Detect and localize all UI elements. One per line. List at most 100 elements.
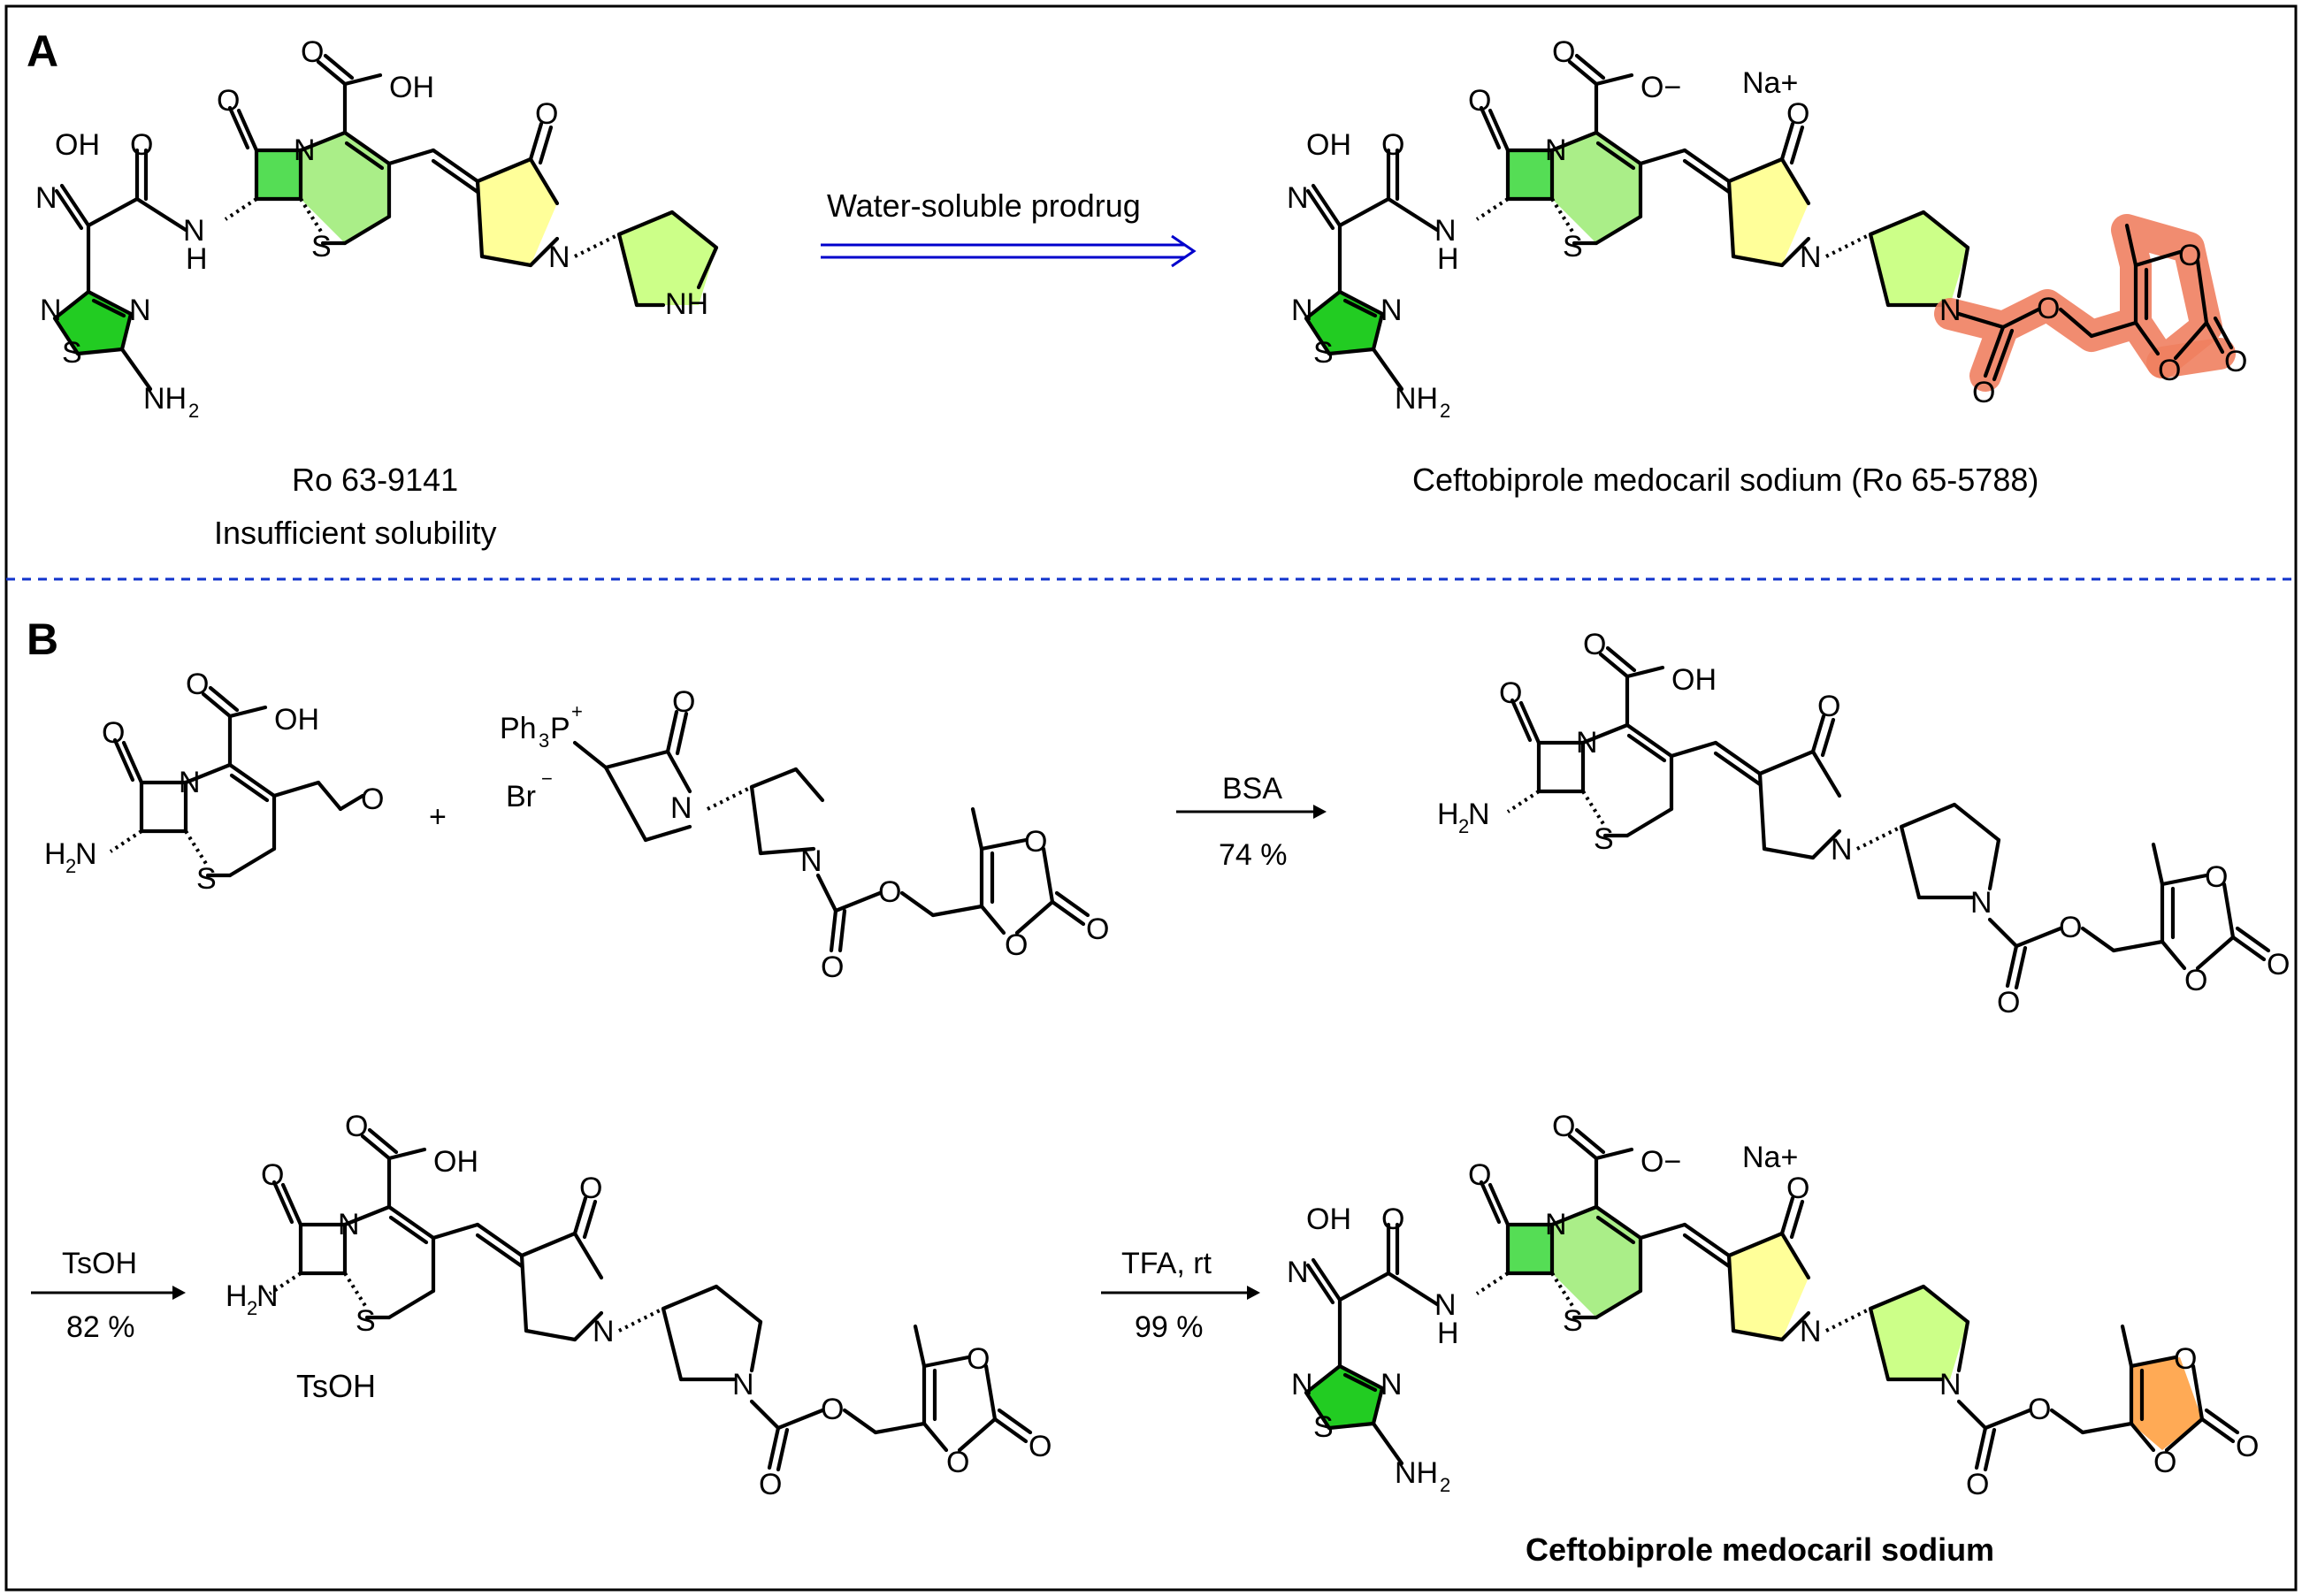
panel-a: A OH O N NH Ro 6 <box>27 27 2247 551</box>
svg-text:+: + <box>571 700 583 722</box>
final-product-structure: O− Na+ O N N <box>1287 1110 2259 1501</box>
svg-text:O: O <box>2267 948 2290 981</box>
svg-text:O: O <box>1997 986 2020 1019</box>
svg-text:2: 2 <box>65 855 76 877</box>
plus-sign: + <box>429 800 447 834</box>
svg-text:O: O <box>535 97 558 131</box>
svg-text:O: O <box>2184 964 2207 997</box>
svg-text:N: N <box>732 1368 754 1401</box>
svg-text:O: O <box>1786 1172 1809 1205</box>
svg-text:N: N <box>548 241 570 274</box>
product-name: Ceftobiprole medocaril sodium (Ro 65-578… <box>1412 462 2038 498</box>
double-right-arrow-icon <box>821 234 1197 268</box>
step2-yield: 82 % <box>66 1310 135 1344</box>
svg-text:H: H <box>44 837 66 871</box>
svg-text:O: O <box>2028 1393 2051 1426</box>
svg-text:N: N <box>1939 1368 1962 1401</box>
svg-text:O: O <box>946 1446 969 1479</box>
reactant-ro-63-9141-structure: OH O N NH <box>35 35 719 422</box>
svg-text:2: 2 <box>247 1297 257 1319</box>
step3-yield: 99 % <box>1135 1310 1204 1344</box>
svg-text:O: O <box>1499 676 1522 710</box>
svg-text:3: 3 <box>539 729 549 752</box>
svg-text:2: 2 <box>1458 815 1469 837</box>
svg-text:O: O <box>579 1172 602 1205</box>
reactant-note: Insufficient solubility <box>214 515 497 551</box>
svg-text:N: N <box>670 791 692 825</box>
svg-text:H: H <box>226 1279 248 1313</box>
svg-text:O: O <box>1817 690 1840 723</box>
svg-text:O: O <box>2236 1430 2259 1463</box>
svg-text:N: N <box>179 766 201 799</box>
aldehyde-cephem-structure: O N S O OH O H 2 N <box>44 668 384 896</box>
product-ceftobiprole-medocaril-structure: O− Na+ O N <box>1287 35 2247 422</box>
svg-text:N: N <box>1576 726 1598 760</box>
svg-text:−: − <box>541 767 553 790</box>
svg-text:O: O <box>1029 1430 1052 1463</box>
reactant-name: Ro 63-9141 <box>292 462 458 498</box>
svg-text:O: O <box>1583 628 1606 661</box>
step2-reagent: TsOH <box>62 1247 137 1280</box>
svg-text:O: O <box>1086 913 1109 946</box>
svg-text:N: N <box>1970 886 1992 920</box>
svg-text:O: O <box>186 668 209 701</box>
svg-text:N: N <box>338 1208 360 1241</box>
svg-text:O: O <box>821 1393 844 1426</box>
svg-text:N: N <box>1468 798 1490 831</box>
phosphonium-reagent-structure: Ph 3 P + Br − O N N <box>500 685 1109 984</box>
svg-text:Ph: Ph <box>500 712 537 745</box>
figure-border <box>4 4 2298 1592</box>
svg-text:O: O <box>2224 345 2247 378</box>
svg-text:O: O <box>2205 860 2228 894</box>
svg-text:S: S <box>196 862 217 896</box>
svg-text:N: N <box>256 1279 279 1313</box>
svg-text:OH: OH <box>274 703 319 737</box>
svg-text:N: N <box>75 837 97 871</box>
step1-arrow-icon <box>1176 805 1327 819</box>
panel-b: B O N S O OH O H 2 N + Ph 3 P + Br − <box>27 615 2290 1568</box>
svg-text:H: H <box>1437 798 1459 831</box>
svg-text:O: O <box>345 1110 368 1143</box>
svg-text:O: O <box>261 1158 284 1192</box>
svg-text:O: O <box>821 951 844 984</box>
intermediate-2-structure: O N S O OH H 2 N O N N <box>226 1110 1052 1501</box>
panel-a-letter: A <box>27 27 58 76</box>
svg-text:O: O <box>2153 1446 2176 1479</box>
svg-text:OH: OH <box>433 1145 478 1179</box>
svg-text:O: O <box>1966 1468 1989 1501</box>
svg-text:O: O <box>672 685 695 719</box>
step3-arrow-icon <box>1101 1286 1260 1300</box>
cooh-label: OH <box>389 71 434 104</box>
svg-text:O: O <box>967 1342 990 1376</box>
svg-text:S: S <box>356 1304 376 1338</box>
svg-text:P: P <box>550 712 570 745</box>
svg-text:Br: Br <box>506 780 536 813</box>
svg-text:O: O <box>1024 825 1047 859</box>
panel-b-letter: B <box>27 615 58 664</box>
sodium-label: Na+ <box>1742 66 1798 100</box>
svg-text:N: N <box>1831 833 1853 867</box>
svg-text:N: N <box>1800 241 1822 274</box>
step3-reagent: TFA, rt <box>1121 1247 1212 1280</box>
svg-text:O: O <box>878 875 901 909</box>
svg-text:O: O <box>759 1468 782 1501</box>
final-product-name: Ceftobiprole medocaril sodium <box>1526 1531 1994 1568</box>
svg-text:O: O <box>2158 354 2181 387</box>
step2-arrow-icon <box>31 1286 186 1300</box>
tsoh-salt-label: TsOH <box>296 1368 376 1404</box>
svg-text:O: O <box>361 783 384 816</box>
svg-text:O: O <box>1005 928 1028 962</box>
svg-text:O: O <box>2037 292 2060 325</box>
svg-text:O−: O− <box>1640 1145 1681 1179</box>
svg-text:OH: OH <box>1671 663 1717 697</box>
svg-text:O: O <box>2174 1342 2197 1376</box>
carboxylate-label: O− <box>1640 71 1681 104</box>
arrow-label: Water-soluble prodrug <box>827 187 1141 224</box>
svg-text:O: O <box>102 716 125 750</box>
intermediate-1-structure: O N S O OH H 2 N O N N <box>1437 628 2290 1019</box>
step1-yield: 74 % <box>1219 838 1288 872</box>
svg-text:O: O <box>2178 239 2201 272</box>
svg-text:NH: NH <box>665 287 708 321</box>
svg-text:S: S <box>1594 822 1614 856</box>
